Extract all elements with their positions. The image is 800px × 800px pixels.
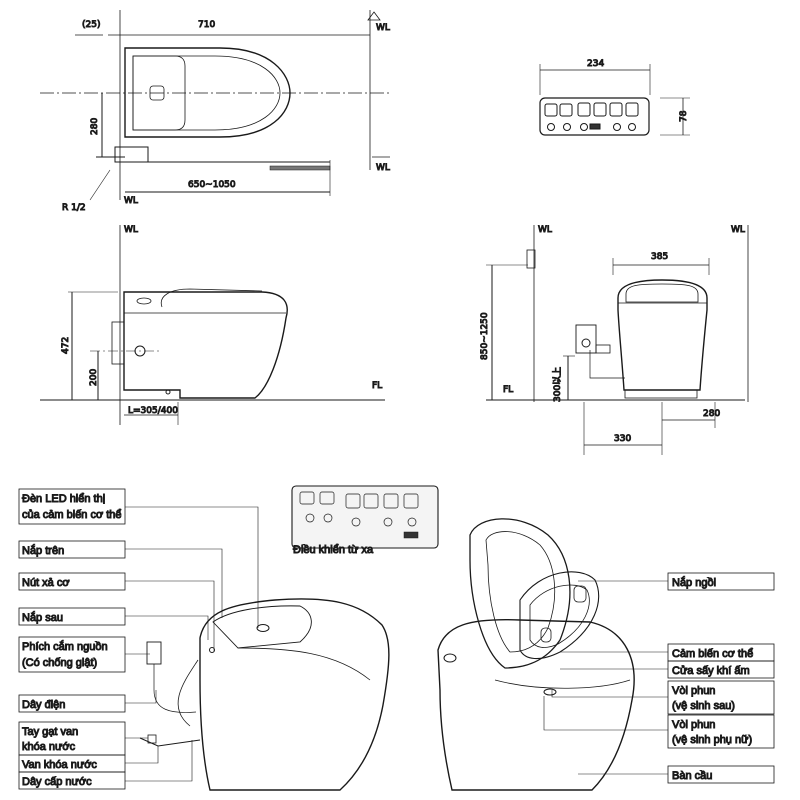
callout-led-2: của cảm biến cơ thể	[22, 509, 122, 521]
wl-top-label: WL	[376, 23, 390, 33]
socket-height-dim: 300以上	[552, 367, 563, 402]
callout-back-lid: Nắp sau	[22, 611, 63, 624]
front-view-drawing	[486, 225, 749, 455]
front-height-range-dim: 850~1250	[480, 312, 490, 360]
remote-control-image	[291, 485, 439, 549]
perspective-toilet-right	[437, 518, 635, 791]
callout-lever-1: Tay gạt van	[22, 726, 78, 738]
front-base-dim: 280	[703, 409, 720, 419]
callout-plug-1: Phích cắm nguồn	[22, 640, 108, 653]
wl-left-label: WL	[124, 196, 138, 206]
pipe-height-dim: 200	[89, 369, 99, 386]
callout-top-lid: Nắp trên	[22, 544, 64, 557]
front-width-dim: 385	[651, 252, 668, 262]
remote-width-dim: 234	[587, 59, 604, 69]
offset-dim: (25)	[82, 20, 100, 30]
side-height-dim: 472	[61, 337, 71, 354]
callout-nozzle-fem-2: (vệ sinh phụ nữ)	[672, 734, 752, 746]
right-callout-leaders	[543, 580, 668, 775]
rough-in-dim: L=305/400	[128, 406, 178, 416]
callout-dryer: Cửa sấy khí ấm	[672, 665, 750, 677]
depth-dim: 280	[90, 118, 100, 135]
callout-body-sensor: Cảm biến cơ thể	[672, 648, 753, 660]
callout-lever-2: khóa nước	[22, 741, 76, 753]
remote-height-dim: 78	[679, 110, 689, 122]
callout-led-1: Đèn LED hiển thị	[22, 493, 105, 505]
side-view-drawing	[40, 225, 385, 425]
callout-seat-lid: Nắp ngồi	[672, 576, 716, 589]
left-callout-boxes	[18, 488, 126, 790]
front-wl-right-label: WL	[731, 225, 745, 235]
remote-drawing	[539, 64, 690, 136]
callout-supply: Dây cấp nước	[22, 776, 92, 788]
callout-valve: Van khóa nước	[22, 759, 97, 771]
callout-flush-button: Nút xả cơ	[22, 577, 70, 589]
left-callout-leaders	[125, 506, 259, 782]
callout-nozzle-rear-1: Vòi phun	[672, 685, 715, 697]
pipe-range-dim: 650~1050	[188, 180, 236, 190]
side-wl-label: WL	[124, 225, 138, 235]
front-fl-label: FL	[503, 385, 513, 395]
right-callout-boxes	[667, 572, 775, 784]
front-wl-left-label: WL	[538, 225, 552, 235]
pipe-thread-label: R 1/2	[62, 203, 86, 213]
top-view-drawing	[40, 10, 390, 201]
length-dim: 710	[198, 20, 215, 30]
callout-nozzle-rear-2: (vệ sinh sau)	[672, 700, 735, 712]
wl-right-label: WL	[376, 163, 390, 173]
callout-bowl: Bàn cầu	[672, 770, 712, 782]
perspective-toilet-left	[139, 598, 390, 791]
callout-nozzle-fem-1: Vòi phun	[672, 719, 715, 731]
front-bottom-dim: 330	[614, 434, 631, 444]
callout-plug-2: (Có chống giật)	[22, 657, 97, 669]
callout-cord: Dây điện	[22, 699, 65, 711]
remote-caption: Điều khiển từ xa	[293, 544, 374, 556]
side-fl-label: FL	[372, 381, 382, 391]
